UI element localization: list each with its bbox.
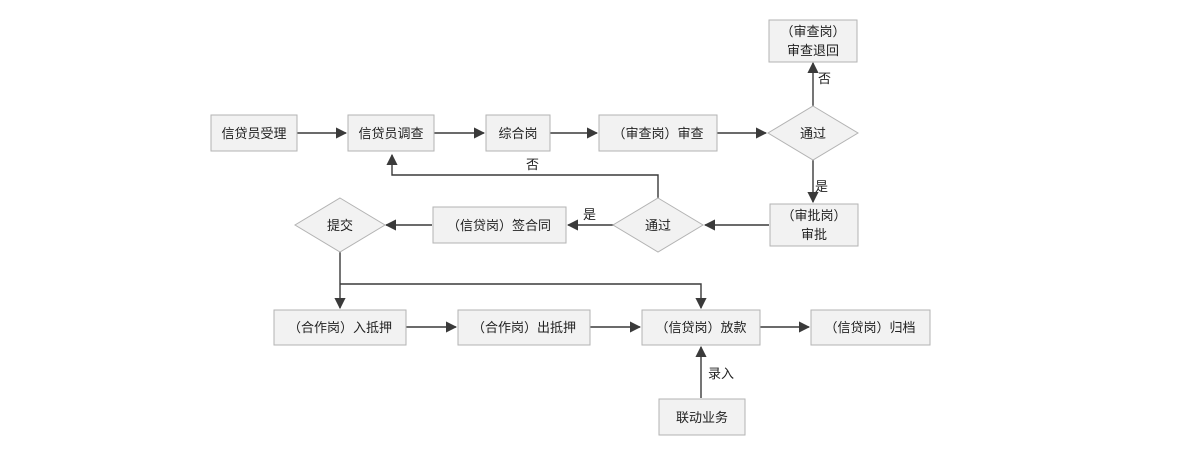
node-contract: （信贷岗）签合同	[432, 206, 567, 244]
node-submit-label: 提交	[327, 218, 353, 234]
node-review-decision: 通过	[767, 105, 859, 161]
node-investigate-label: 信贷员调查	[358, 127, 423, 142]
node-general-label: 综合岗	[498, 127, 537, 142]
label-yes-left: 是	[583, 208, 596, 223]
node-archive-label: （信贷岗）归档	[824, 321, 915, 336]
node-loan-label: （信贷岗）放款	[655, 321, 746, 336]
node-review-decision-label: 通过	[800, 127, 826, 142]
label-no-back: 否	[526, 158, 539, 173]
node-receive-label: 信贷员受理	[221, 127, 286, 142]
node-investigate: 信贷员调查	[347, 114, 435, 152]
edge-decision2-investigate	[386, 153, 659, 198]
node-approve: （审批岗） 审批	[769, 203, 859, 247]
node-review-label: （审查岗）审查	[612, 127, 703, 142]
node-general: 综合岗	[485, 114, 551, 152]
edges	[297, 61, 819, 398]
label-no-top: 否	[818, 72, 831, 87]
node-submit: 提交	[294, 197, 386, 253]
node-approve-decision: 通过	[612, 197, 704, 253]
node-mortgage-out: （合作岗）出抵押	[457, 309, 591, 346]
label-yes-right: 是	[815, 180, 828, 195]
node-loan: （信贷岗）放款	[641, 309, 761, 346]
node-review-return-label-2: 审查退回	[787, 44, 839, 59]
node-approve-label-2: 审批	[801, 228, 827, 243]
node-review: （审查岗）审查	[598, 114, 718, 152]
node-linked-label: 联动业务	[676, 410, 728, 426]
node-contract-label: （信贷岗）签合同	[447, 218, 551, 234]
node-archive: （信贷岗）归档	[810, 309, 931, 346]
node-approve-label-1: （审批岗）	[781, 209, 846, 224]
edge-submit-loan	[340, 283, 707, 310]
node-mortgage-out-label: （合作岗）出抵押	[472, 321, 576, 336]
label-entry: 录入	[708, 367, 734, 382]
node-approve-decision-label: 通过	[645, 219, 671, 234]
edge-labels: 否 是 否 是 录入	[526, 72, 831, 382]
node-review-return: （审查岗） 审查退回	[768, 19, 858, 63]
node-mortgage-in: （合作岗）入抵押	[273, 309, 407, 346]
node-review-return-label-1: （审查岗）	[780, 25, 845, 40]
node-linked: 联动业务	[658, 398, 746, 436]
node-mortgage-in-label: （合作岗）入抵押	[288, 321, 392, 336]
node-receive: 信贷员受理	[210, 114, 298, 152]
